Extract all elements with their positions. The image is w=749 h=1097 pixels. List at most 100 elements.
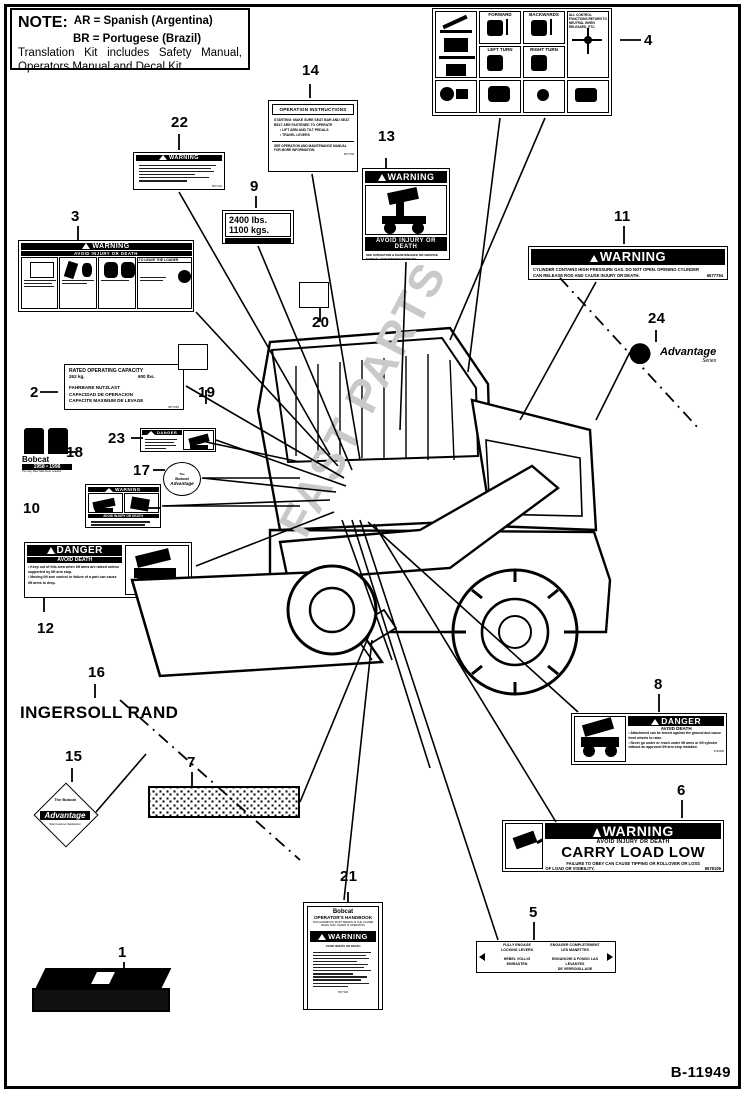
decal-8-danger-bar: DANGER — [628, 716, 724, 726]
decal-1-kit-box — [32, 968, 172, 1014]
bobcat-animal-icon — [628, 342, 658, 368]
callout-17: 17 — [133, 462, 151, 479]
decal-6-sub1: AVOID INJURY OR DEATH — [596, 839, 670, 845]
decal-22-text-block — [136, 161, 222, 185]
callout-8: 8 — [654, 676, 663, 693]
decal-9-kgs: 1100 kgs. — [229, 225, 270, 235]
decal-16-ingersoll-rand: INGERSOLL RAND — [20, 703, 179, 722]
decal-6-carry-load-low: WARNING AVOID INJURY OR DEATH CARRY LOAD… — [502, 820, 724, 872]
decal-5-arrow-left-icon — [479, 953, 485, 961]
decal-21-warn-sub: AVOID INJURY OR DEATH — [325, 943, 361, 948]
callout-9: 9 — [250, 178, 259, 195]
callout-12: 12 — [37, 620, 55, 637]
decal-2-title: RATED OPERATING CAPACITY — [69, 368, 144, 374]
decal-4-picto-horn — [523, 80, 565, 113]
decal-18-tagline: The Very Best Skid-Steer Loaders — [22, 470, 62, 473]
decal-12-danger-bar: DANGER — [27, 545, 123, 556]
callout-13: 13 — [378, 128, 396, 145]
callout-15: 15 — [65, 748, 83, 765]
note-line-2: BR = Portugese (Brazil) — [72, 33, 202, 45]
decal-4-picto-a — [435, 80, 477, 113]
decal-4-right-turn-panel: RIGHT TURN — [523, 45, 565, 79]
decal-3-subheader: AVOID INJURY OR DEATH — [20, 250, 192, 256]
decal-18-brand: Bobcat — [22, 455, 50, 464]
decal-21-warning-bar: WARNING — [310, 930, 376, 942]
decal-4-backwards-panel: BACKWARDS — [523, 11, 565, 44]
decal-13-warning-bar: WARNING — [365, 171, 447, 183]
decal-24-advantage-series: Advantage Series — [628, 338, 728, 372]
decal-11-warning-bar: WARNING — [531, 249, 725, 265]
page-border — [4, 4, 741, 1089]
decal-21-brand: Bobcat — [332, 909, 354, 915]
callout-7: 7 — [187, 754, 196, 771]
decal-8-danger: DANGER AVOID DEATH • Attachment can be f… — [571, 713, 727, 765]
callout-6: 6 — [677, 782, 686, 799]
decal-3-warning-bar: WARNING — [20, 242, 192, 250]
decal-14-operation-instructions: OPERATION INSTRUCTIONS STARTING: MAKE SU… — [268, 100, 358, 172]
drawing-number: B-11949 — [670, 1064, 731, 1081]
decal-21-operators-handbook: Bobcat OPERATOR'S HANDBOOK THIS HANDBOOK… — [303, 902, 383, 1010]
callout-10: 10 — [23, 500, 41, 517]
note-line-1: AR = Spanish (Argentina) — [73, 15, 213, 27]
decal-22-warning: WARNING 6577132 — [133, 152, 225, 190]
callout-24: 24 — [648, 310, 666, 327]
decal-2-kg: 262 kg. — [69, 374, 85, 379]
decal-15-bobcat-advantage-diamond: The Bobcat Advantage Total Customer Sati… — [33, 782, 99, 848]
decal-12-subheader: AVOID DEATH — [27, 557, 123, 563]
decal-11-code: 6577794 — [706, 273, 723, 278]
decal-4-forward-panel: FORWARD — [479, 11, 521, 44]
decal-2-de: FAHRBARE NUTZLAST — [69, 385, 121, 390]
note-label: NOTE: — [18, 14, 68, 31]
decal-6-sub3: OF LOAD OR VISIBILITY. — [545, 866, 595, 872]
decal-6-sub2: FAILURE TO OBEY CAN CAUSE TIPPING OR ROL… — [566, 861, 700, 866]
decal-18-anniversary-logo: Bobcat 1958 • 1998 The Very Best Skid-St… — [22, 428, 74, 474]
decal-11-text-2: CAN RELEASE ROD AND CAUSE INJURY OR DEAT… — [533, 273, 640, 278]
callout-1: 1 — [118, 944, 127, 961]
decal-10-picto-a — [87, 492, 123, 513]
decal-6-warning-bar: WARNING — [545, 823, 721, 839]
callout-19: 19 — [198, 384, 216, 401]
decal-6-picto — [505, 823, 544, 869]
decal-8-bullet-2: • Never go under or reach under lift arm… — [628, 740, 718, 750]
decal-7-grip-strip — [148, 786, 300, 818]
callout-14: 14 — [302, 62, 320, 79]
decal-6-code: 6578109 — [704, 866, 721, 872]
decal-6-headline: CARRY LOAD LOW — [561, 844, 706, 861]
decal-2-es: CAPACIDAD DE OPERACION — [69, 391, 133, 397]
decal-8-picto — [574, 716, 627, 762]
callout-23: 23 — [108, 430, 126, 447]
decal-8-bullet-1: • Attachment can be forced against the g… — [628, 731, 721, 740]
decal-14-bullet-2: • TRAVEL LEVERS — [280, 133, 310, 138]
decal-4-picto-b — [479, 80, 521, 113]
callout-4: 4 — [644, 32, 653, 49]
decal-12-bullet-2: • Moving lift arm control or failure of … — [28, 575, 117, 585]
decal-3-cell-3 — [98, 256, 136, 309]
decal-4-picto-c — [567, 80, 609, 113]
callout-22: 22 — [171, 114, 189, 131]
decal-3-cell-1 — [20, 256, 59, 309]
callout-11: 11 — [614, 208, 631, 225]
decal-21-title: OPERATOR'S HANDBOOK — [313, 915, 373, 920]
decal-4-operator-picto — [435, 11, 477, 79]
decal-22-warning-bar: WARNING — [136, 155, 222, 161]
decal-5-arrow-right-icon — [607, 953, 613, 961]
decal-23-danger-bar: DANGER — [142, 430, 183, 435]
decal-12-bullet-1: • Keep out of this area when lift arms a… — [28, 565, 119, 575]
decal-21-subtitle: THIS HANDBOOK MUST REMAIN IN THE LOADER … — [312, 921, 374, 928]
decal-11-cylinder-warning: WARNING CYLINDER CONTAINS HIGH PRESSURE … — [528, 246, 728, 280]
callout-16: 16 — [88, 664, 106, 681]
callout-2: 2 — [30, 384, 39, 401]
callout-5: 5 — [529, 904, 538, 921]
decal-9-lbs: 2400 lbs. — [229, 215, 268, 225]
decal-8-subheader: AVOID DEATH — [660, 726, 692, 731]
callout-20: 20 — [312, 314, 330, 331]
note-line-3: Translation Kit includes Safety Manual, … — [18, 47, 242, 73]
decal-9-capacity-plate: 2400 lbs. 1100 kgs. — [222, 210, 294, 244]
decal-17-bobcat-advantage-seal: The Bobcat Advantage — [163, 462, 201, 496]
decal-13-warning: WARNING AVOID INJURY OR DEATH SEE OPERAT… — [362, 168, 450, 260]
decal-3-warning-panel: WARNING AVOID INJURY OR DEATH TO LEAVE T… — [18, 240, 194, 312]
